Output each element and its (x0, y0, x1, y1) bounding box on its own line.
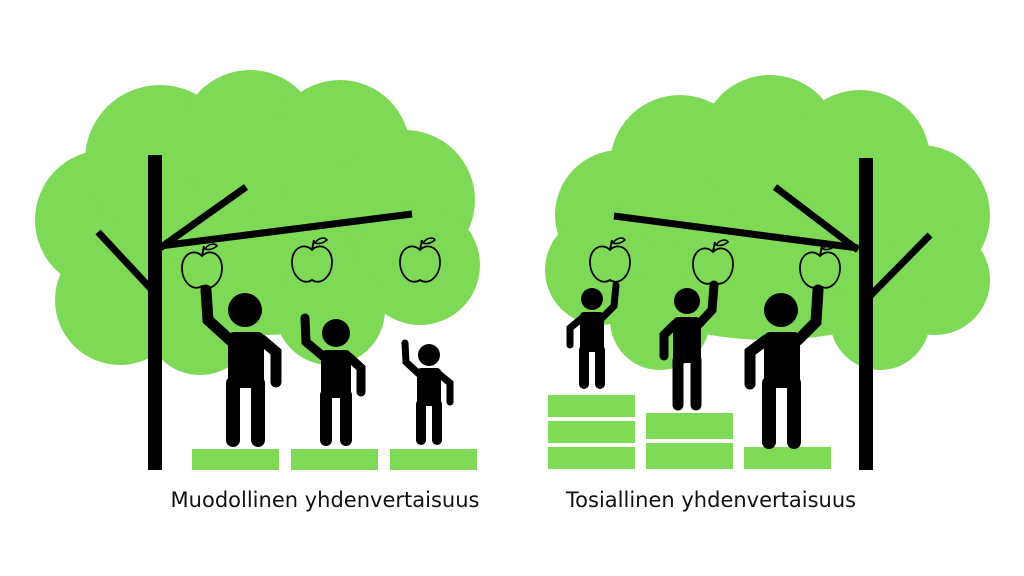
person-icon (744, 284, 824, 449)
left-boxes (192, 449, 477, 470)
person-icon (566, 281, 620, 389)
box-icon (646, 443, 733, 469)
right-foliage (545, 75, 990, 370)
box-icon (291, 449, 378, 470)
formal-equality-caption: Muodollinen yhdenvertaisuus (170, 488, 480, 512)
person-icon (200, 284, 282, 447)
right-tree-icon (545, 75, 990, 470)
right-boxes (548, 395, 831, 469)
person-icon (659, 280, 719, 411)
box-icon (192, 449, 279, 470)
box-icon (548, 421, 635, 443)
box-icon (390, 449, 477, 470)
box-icon (744, 447, 831, 469)
left-people (200, 284, 454, 447)
left-tree-icon (35, 70, 480, 470)
box-icon (548, 447, 635, 469)
box-icon (646, 413, 733, 439)
person-icon (401, 339, 454, 445)
box-icon (548, 395, 635, 417)
person-icon (300, 313, 366, 446)
right-people (566, 280, 824, 449)
substantive-equality-caption: Tosiallinen yhdenvertaisuus (565, 488, 857, 512)
left-foliage (35, 70, 480, 375)
left-trunk (95, 155, 413, 470)
right-trunk (613, 158, 933, 470)
